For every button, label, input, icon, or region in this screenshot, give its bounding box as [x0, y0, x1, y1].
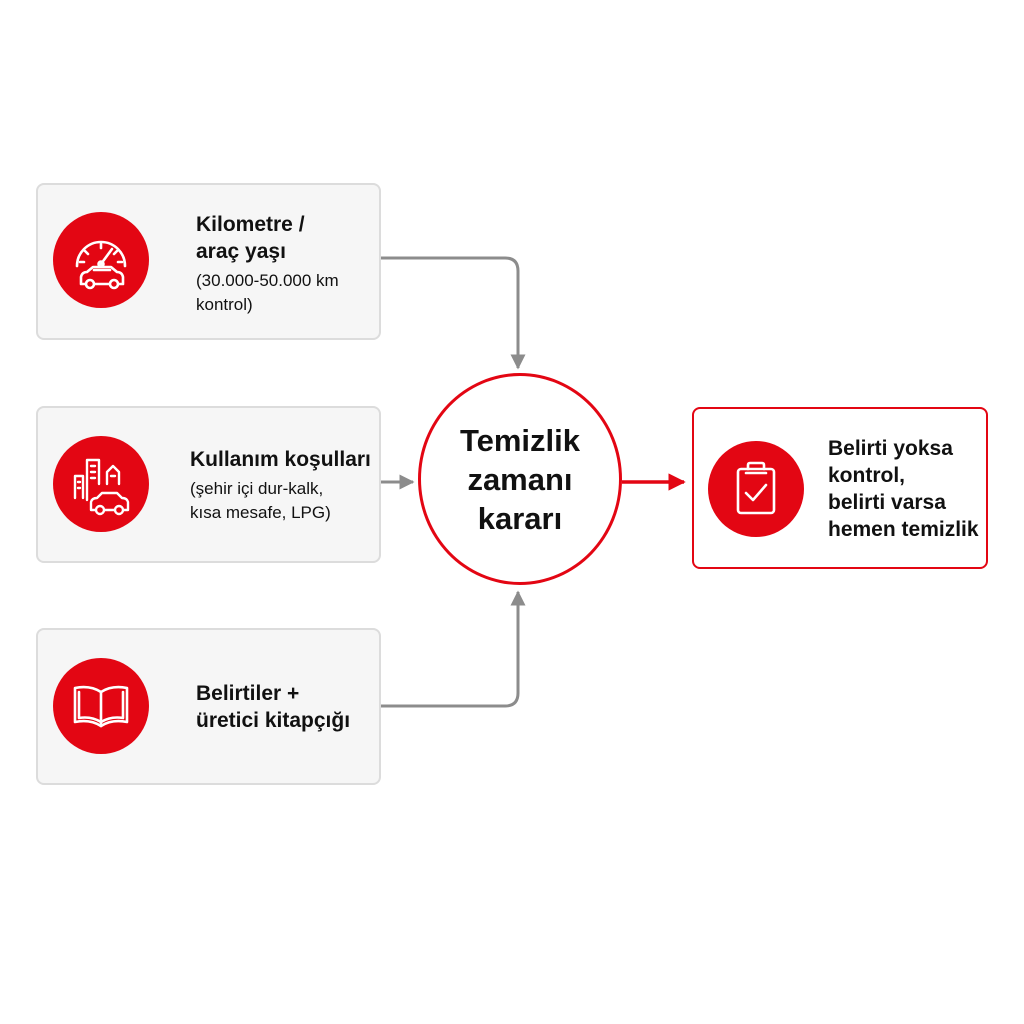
result-label: Belirti yoksa kontrol, belirti varsa hem… — [828, 437, 979, 541]
input-card-text: Kilometre / araç yaşı (30.000-50.000 km … — [196, 211, 339, 317]
decision-label: Temizlik zamanı kararı — [459, 422, 581, 536]
input-card-usage-conditions: Kullanım koşulları (şehir içi dur-kalk, … — [36, 406, 381, 563]
speedometer-car-icon — [53, 212, 149, 308]
input-subtitle-usage: (şehir içi dur-kalk, kısa mesafe, LPG) — [190, 479, 331, 522]
input-subtitle-mileage: (30.000-50.000 km kontrol) — [196, 271, 339, 314]
decision-node: Temizlik zamanı kararı — [418, 373, 622, 585]
open-book-icon — [53, 658, 149, 754]
input-card-symptoms-manual: Belirtiler + üretici kitapçığı — [36, 628, 381, 785]
connector-bottom — [380, 590, 526, 708]
connector-top — [380, 256, 526, 370]
input-title-usage: Kullanım koşulları — [190, 448, 371, 471]
input-card-mileage: Kilometre / araç yaşı (30.000-50.000 km … — [36, 183, 381, 340]
input-card-text: Kullanım koşulları (şehir içi dur-kalk, … — [190, 446, 371, 525]
result-card: Belirti yoksa kontrol, belirti varsa hem… — [692, 407, 988, 569]
city-car-icon — [53, 436, 149, 532]
input-title-mileage: Kilometre / araç yaşı — [196, 213, 305, 263]
input-card-text: Belirtiler + üretici kitapçığı — [196, 680, 350, 738]
clipboard-check-icon — [708, 441, 804, 537]
input-title-symptoms: Belirtiler + üretici kitapçığı — [196, 682, 351, 732]
